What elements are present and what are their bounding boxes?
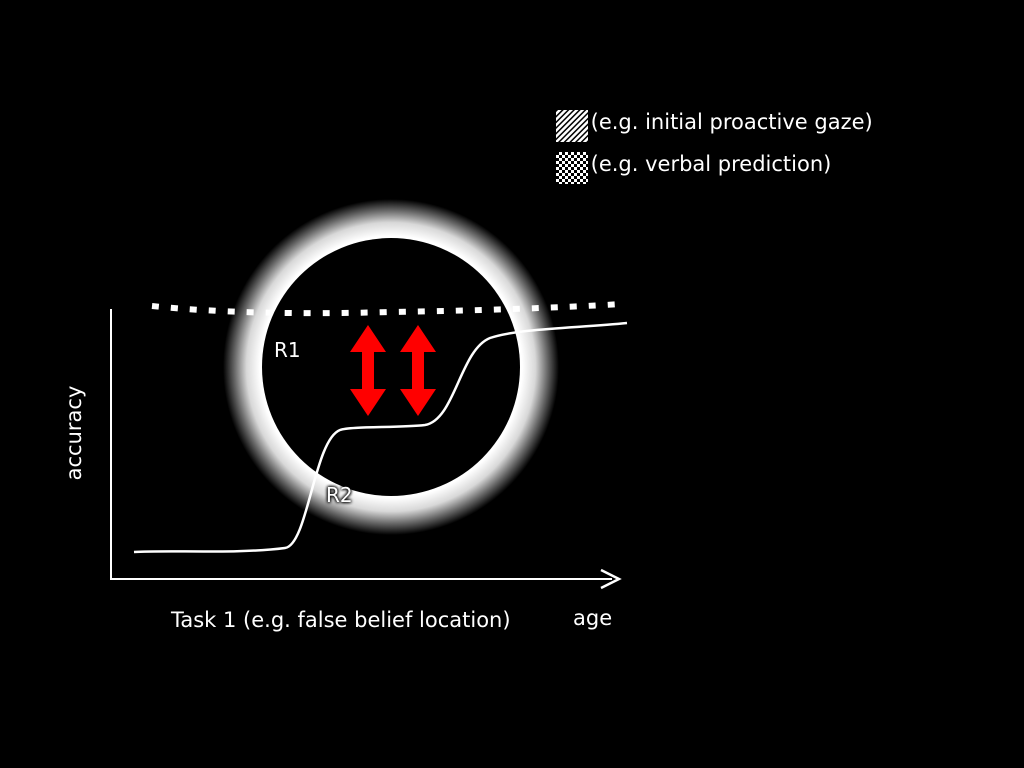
x-axis-end-label: age — [573, 606, 613, 630]
dark-circle — [262, 238, 520, 496]
double-arrow-icon — [400, 325, 436, 416]
y-axis-label: accuracy — [62, 385, 86, 481]
double-arrow-icon — [350, 325, 386, 416]
legend-label-r2: R2 (e.g. verbal prediction) — [556, 152, 832, 176]
legend-item-r1: R1 (e.g. initial proactive gaze) — [556, 110, 873, 142]
x-axis-arrowhead — [600, 568, 622, 590]
r1-annotation: R1 — [274, 338, 301, 362]
accuracy-curve — [133, 321, 628, 554]
x-axis-label: Task 1 (e.g. false belief location) — [171, 608, 511, 632]
legend-label-r1: R1 (e.g. initial proactive gaze) — [556, 110, 873, 134]
checker-swatch-icon — [556, 152, 588, 184]
dotted-ceiling-line — [151, 301, 623, 317]
hatch-swatch-icon — [556, 110, 588, 142]
legend-item-r2: R2 (e.g. verbal prediction) — [556, 152, 832, 184]
r2-annotation: R2 — [326, 483, 353, 507]
